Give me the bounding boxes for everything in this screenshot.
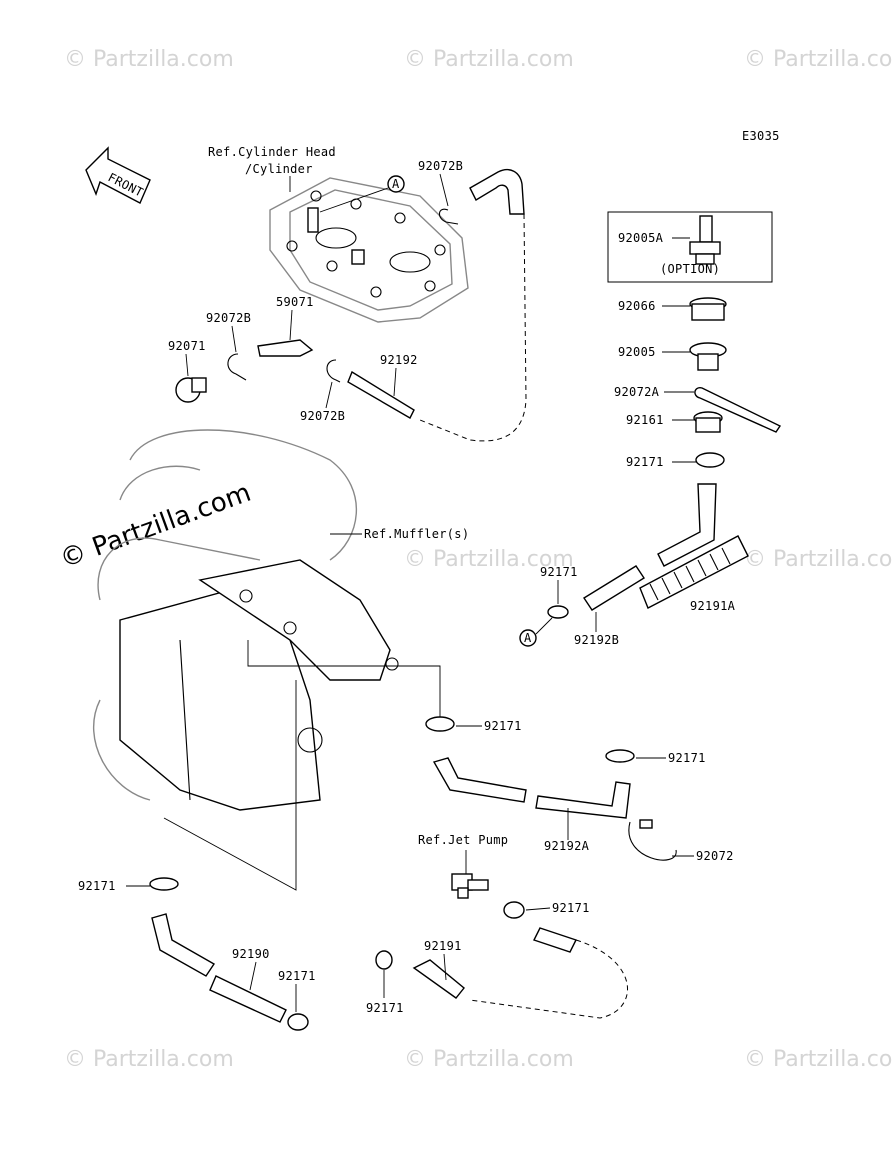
part-label-92071: 92071 — [168, 339, 206, 353]
part-label-92171-right-top: 92171 — [626, 455, 664, 469]
part-label-92192B: 92192B — [574, 633, 619, 647]
part-label-92066: 92066 — [618, 299, 656, 313]
part-label-92005A: 92005A — [618, 231, 664, 245]
callout-letter-a-top: A — [392, 177, 400, 191]
part-label-92072B-left: 92072B — [206, 311, 251, 325]
cap-92066 — [689, 297, 727, 321]
part-label-92005: 92005 — [618, 345, 656, 359]
cap-92161 — [693, 411, 723, 433]
part-label-92171-bottom-2: 92171 — [552, 901, 590, 915]
watermark-prominent: © Partzilla.com — [56, 478, 255, 575]
drawing-code: E3035 — [742, 129, 780, 143]
part-label-92171-bottom-1: 92171 — [278, 969, 316, 983]
corrugated-hose-92191A — [639, 535, 749, 609]
part-label-92190: 92190 — [232, 947, 270, 961]
part-label-92171-right-mid: 92171 — [540, 565, 578, 579]
strap-92072A — [694, 387, 782, 433]
cylinder-head-drawing — [269, 177, 469, 323]
part-label-92191A: 92191A — [690, 599, 736, 613]
clip-92072B-top — [438, 208, 459, 225]
part-label-59071: 59071 — [276, 295, 314, 309]
part-label-92191: 92191 — [424, 939, 462, 953]
part-label-92192: 92192 — [380, 353, 418, 367]
watermark-text: © Partzilla.com — [64, 1047, 234, 1072]
watermark-text: © Partzilla.com — [404, 547, 574, 572]
ref-cylinder-head-label: Ref.Cylinder Head — [208, 145, 336, 159]
ref-cylinder-label: /Cylinder — [245, 162, 313, 176]
watermark-text: © Partzilla.com — [64, 47, 234, 72]
part-label-92192A: 92192A — [544, 839, 590, 853]
jet-pump-fitting — [451, 873, 489, 899]
ref-jet-pump-label: Ref.Jet Pump — [418, 833, 508, 847]
watermark-text: © Partzilla.com — [744, 1047, 894, 1072]
clamp-92171-right — [695, 452, 725, 468]
watermark-text: © Partzilla.com — [404, 47, 574, 72]
part-label-92171-bottom-3: 92171 — [366, 1001, 404, 1015]
part-label-92171-left: 92171 — [78, 879, 116, 893]
callout-circle-a-top — [387, 175, 405, 193]
watermark-text: © Partzilla.com — [744, 47, 894, 72]
front-direction-arrow-icon: FRONT — [85, 146, 151, 204]
part-label-92072B-mid: 92072B — [300, 409, 345, 423]
watermarks: © Partzilla.com © Partzilla.com © Partzi… — [56, 47, 894, 1072]
option-note: (OPTION) — [660, 262, 720, 276]
cap-92005 — [689, 342, 727, 371]
watermark-text: © Partzilla.com — [404, 1047, 574, 1072]
part-label-92072: 92072 — [696, 849, 734, 863]
part-label-92072B-top: 92072B — [418, 159, 463, 173]
watermark-text: © Partzilla.com — [744, 547, 894, 572]
part-label-92171-center-1: 92171 — [484, 719, 522, 733]
plug-92071 — [175, 377, 207, 403]
part-label-92072A: 92072A — [614, 385, 660, 399]
part-label-92161: 92161 — [626, 413, 664, 427]
option-box — [607, 211, 773, 283]
part-label-92171-center-2: 92171 — [668, 751, 706, 765]
callout-letter-a-bottom: A — [524, 631, 532, 645]
muffler-drawing — [92, 429, 399, 811]
ref-muffler-label: Ref.Muffler(s) — [364, 527, 469, 541]
hose-elbow-top — [469, 168, 525, 215]
